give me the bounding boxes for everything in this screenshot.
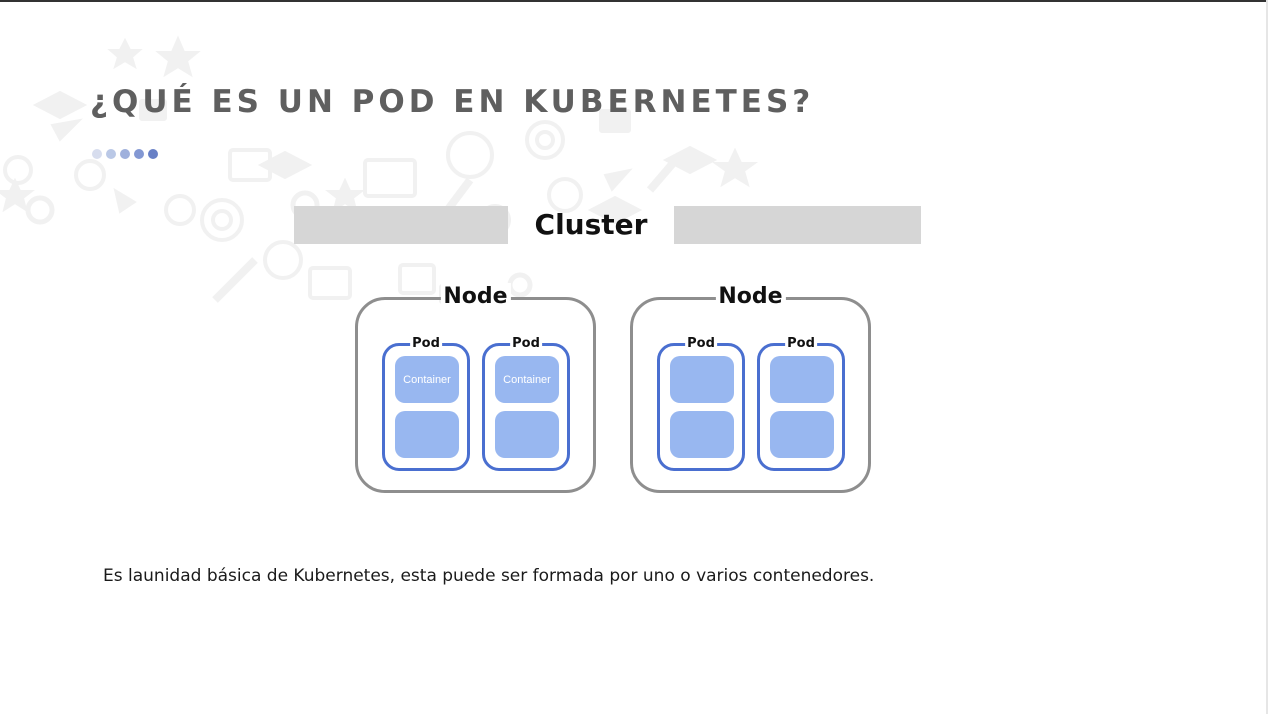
accent-dots — [92, 149, 158, 159]
container: Container — [495, 356, 559, 403]
pod-label: Pod — [685, 336, 717, 352]
cluster-bar-left — [294, 206, 508, 244]
pod-label: Pod — [410, 336, 442, 352]
pod: Pod Container — [382, 336, 470, 471]
node-label: Node — [440, 283, 511, 311]
background-icon-pattern — [0, 35, 759, 304]
pod-label: Pod — [785, 336, 817, 352]
accent-dot — [92, 149, 102, 159]
accent-dot — [134, 149, 144, 159]
node-label: Node — [715, 283, 786, 311]
accent-dot — [106, 149, 116, 159]
container — [670, 356, 734, 403]
page-title: ¿QUÉ ES UN POD EN KUBERNETES? — [90, 84, 815, 120]
pod: Pod Container — [482, 336, 570, 471]
container — [495, 411, 559, 458]
pod: Pod — [757, 336, 845, 471]
container — [770, 411, 834, 458]
container — [670, 411, 734, 458]
cluster-label: Cluster — [534, 208, 648, 241]
node-2: Node Pod Pod — [630, 283, 871, 493]
node-1: Node Pod Container Pod Container — [355, 283, 596, 493]
container — [770, 356, 834, 403]
accent-dot — [120, 149, 130, 159]
container — [395, 411, 459, 458]
top-border — [0, 0, 1268, 2]
container: Container — [395, 356, 459, 403]
right-border — [1266, 0, 1268, 714]
cluster-bar-right — [674, 206, 921, 244]
pod: Pod — [657, 336, 745, 471]
pod-label: Pod — [510, 336, 542, 352]
accent-dot — [148, 149, 158, 159]
pod-definition-text: Es launidad básica de Kubernetes, esta p… — [103, 566, 875, 586]
